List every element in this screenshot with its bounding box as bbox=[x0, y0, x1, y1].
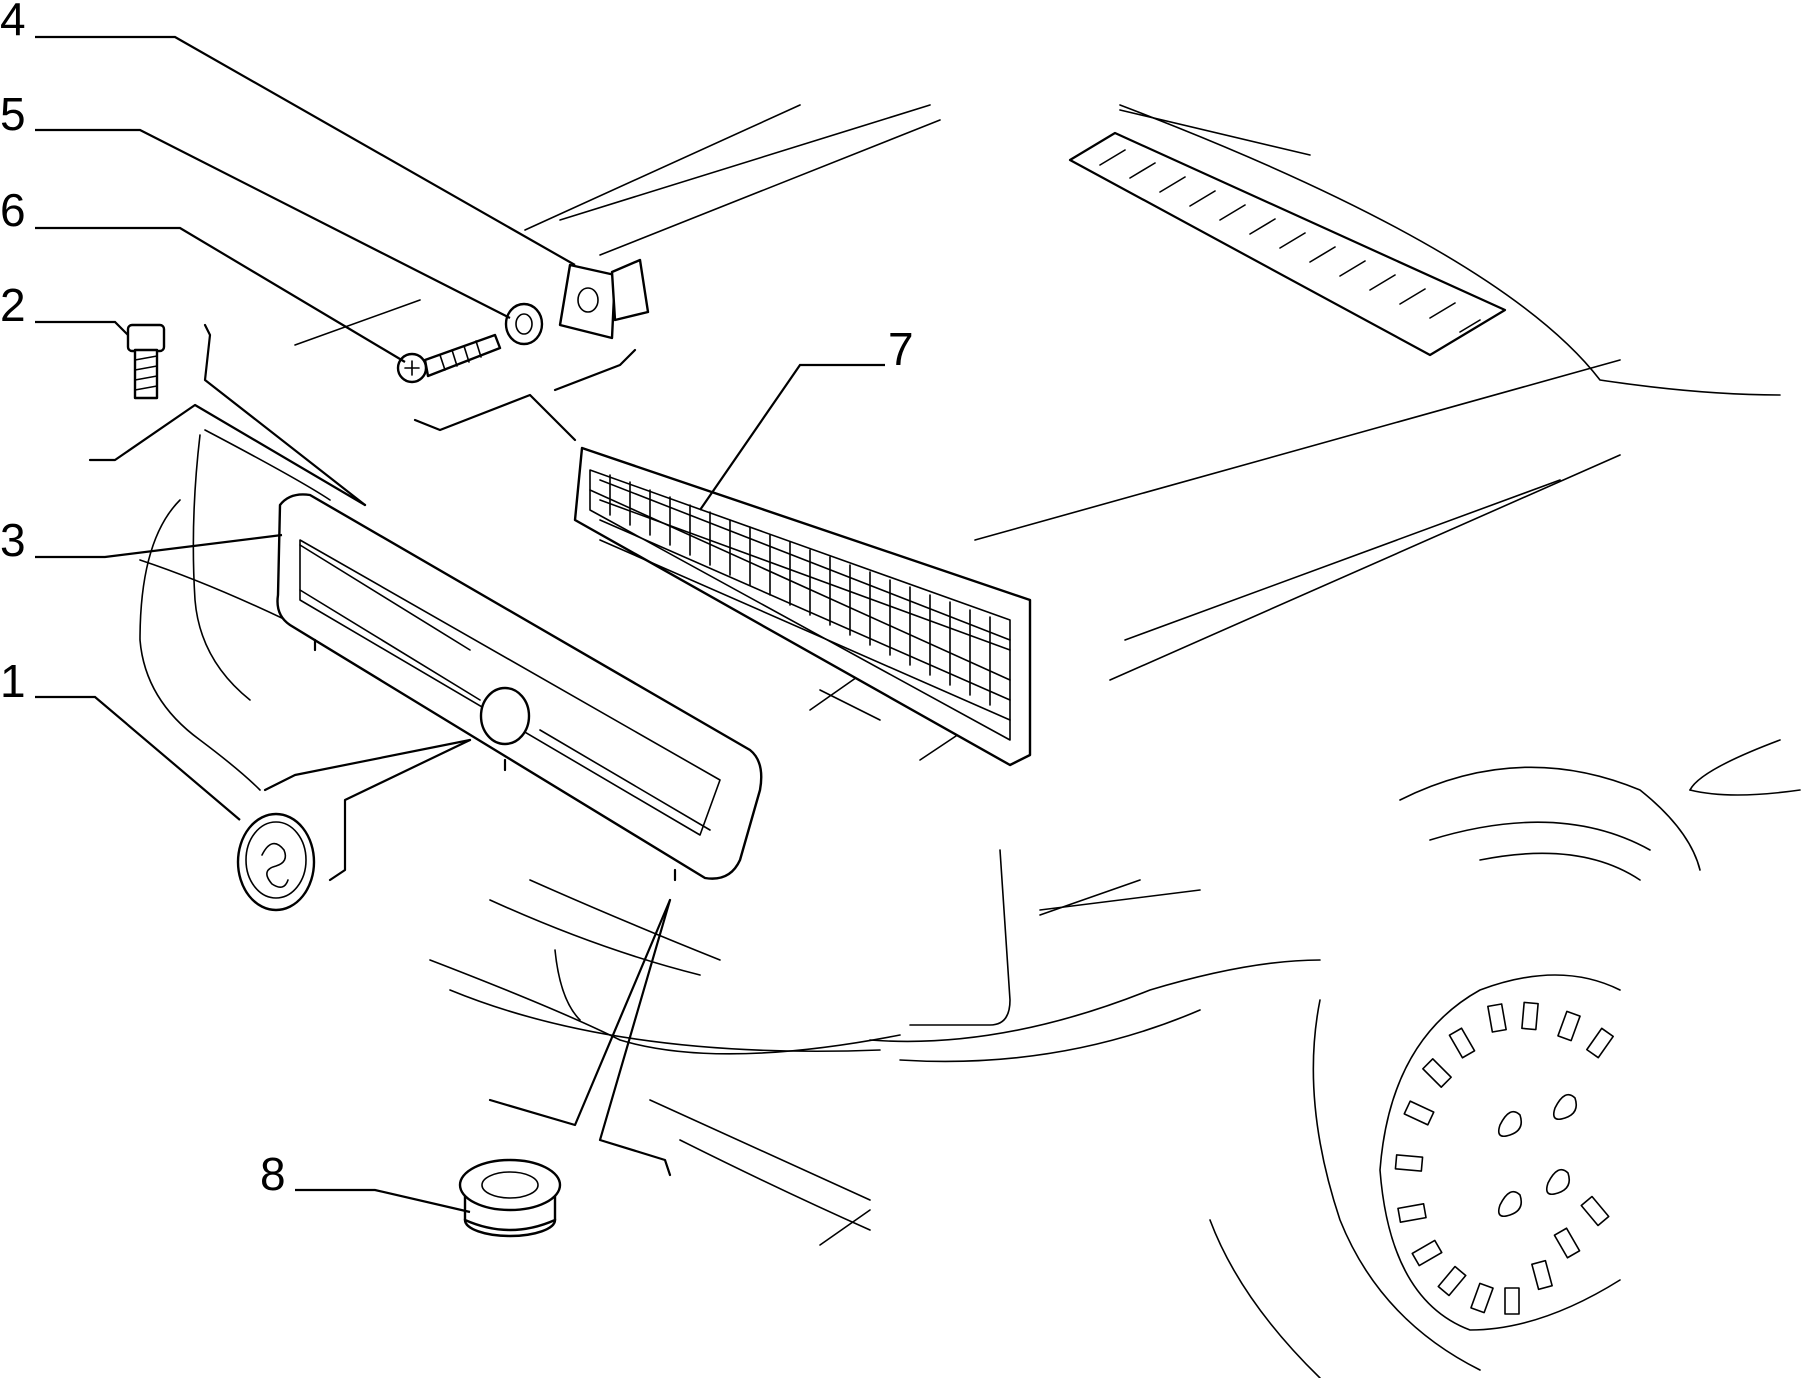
car-body-outline bbox=[139, 104, 1801, 1378]
part-7-inner-mesh-grille bbox=[573, 446, 1032, 767]
mesh-hatching bbox=[599, 474, 1011, 721]
callout-8: 8 bbox=[260, 1148, 286, 1200]
callout-7: 7 bbox=[888, 323, 914, 375]
part-6-screw bbox=[396, 333, 502, 384]
part-8-grommet bbox=[458, 1158, 562, 1238]
wheel-cover-slots bbox=[1394, 1001, 1614, 1315]
assembly-guide-lines bbox=[88, 323, 672, 1177]
part-5-washer bbox=[504, 302, 544, 346]
callout-3: 3 bbox=[0, 514, 26, 566]
callout-labels: 4 5 6 2 3 1 7 8 bbox=[0, 0, 914, 1200]
part-4-clip-nut bbox=[558, 258, 650, 340]
part-1-emblem-badge bbox=[236, 812, 316, 912]
part-2-bolt bbox=[126, 323, 166, 400]
callout-5: 5 bbox=[0, 88, 26, 140]
callout-4: 4 bbox=[0, 0, 26, 45]
grille-emblem-mount bbox=[479, 686, 531, 746]
part-3-front-grille bbox=[276, 493, 763, 882]
callout-leaders bbox=[35, 35, 885, 1214]
callout-1: 1 bbox=[0, 655, 26, 707]
callout-6: 6 bbox=[0, 184, 26, 236]
hood-vent-slats bbox=[1099, 149, 1481, 333]
callout-2: 2 bbox=[0, 279, 26, 331]
